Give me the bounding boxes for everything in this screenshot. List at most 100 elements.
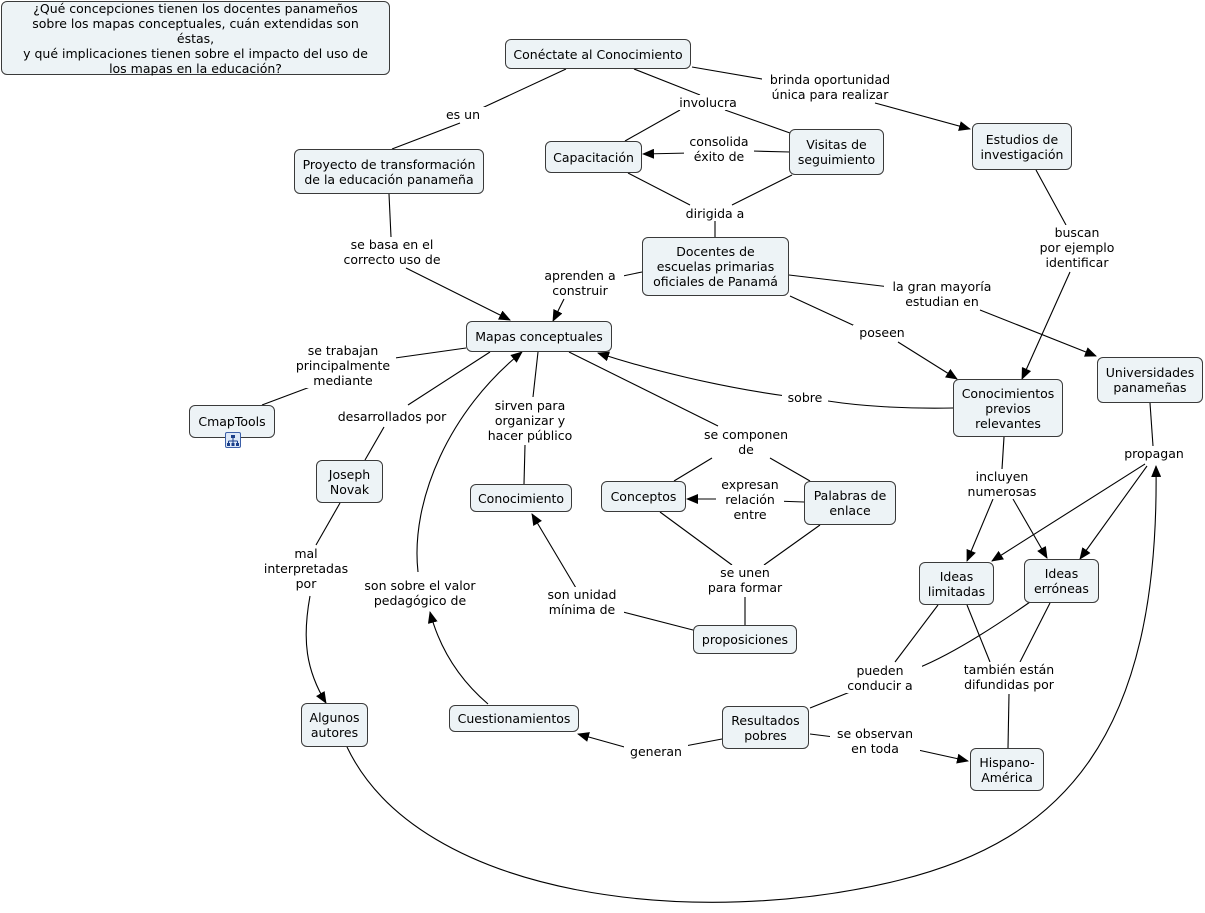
node-visitas-seguimiento[interactable]: Visitas de seguimiento [789,129,884,175]
link-dirigida: dirigida a [680,206,750,221]
link-brinda: brinda oportunidad única para realizar [762,72,898,102]
link-incluyen: incluyen numerosas [960,469,1044,499]
link-es-un: es un [440,107,486,122]
line-mal-autores [305,595,327,704]
line-erroneas-tambien [1019,602,1051,663]
line-propagan-limitadas [991,463,1146,562]
line-involucra-capacitacion [624,109,681,142]
link-mal-interpretadas: mal interpretadas por [258,546,354,591]
node-resultados-pobres[interactable]: Resultados pobres [722,706,809,749]
line-sirven-conocimiento [523,444,526,485]
line-limitadas-tambien [966,604,991,663]
line-mapas-desarrollados [407,351,491,406]
focus-question: ¿Qué concepciones tienen los docentes pa… [1,1,390,76]
line-mapas-componen [568,351,719,427]
link-propagan: propagan [1116,446,1192,461]
line-pueden-resultados [809,689,856,709]
link-valor: son sobre el valor pedagógico de [356,578,484,608]
link-poseen: poseen [853,325,911,340]
line-desarrollados-novak [364,426,385,461]
line-aprenden-mapas [552,298,565,322]
line-consolida-capacitacion [642,148,691,159]
line-estudios-buscan [1035,169,1067,226]
node-estudios-investigacion[interactable]: Estudios de investigación [972,123,1072,170]
node-conceptos[interactable]: Conceptos [601,481,686,512]
line-brinda-estudios [874,102,971,131]
line-sobre-mapas [597,351,787,397]
line-involucra-visitas [724,109,791,134]
line-cuestionamientos-valor [427,611,489,705]
node-ideas-limitadas[interactable]: Ideas limitadas [919,562,994,605]
line-docentes-poseen [789,295,856,327]
line-generan-cuestionamientos [577,732,629,749]
node-conocimientos-previos[interactable]: Conocimientos previos relevantes [953,379,1063,437]
line-visitas-dirigida [731,174,793,206]
link-consolida: consolida éxito de [684,134,754,164]
line-palabras-seunen [763,524,821,566]
link-generan: generan [624,744,688,759]
node-joseph-novak[interactable]: Joseph Novak [316,460,383,503]
line-capacitacion-dirigida [627,172,691,206]
node-capacitacion[interactable]: Capacitación [545,141,642,173]
line-autores-propagan [346,465,1162,903]
line-resultados-generan [684,738,723,747]
line-conectate-esun [481,68,567,109]
link-sobre: sobre [782,390,828,405]
line-poseen-conocimientos [897,341,958,380]
link-sirven: sirven para organizar y hacer público [482,398,578,443]
link-tambien: también están difundidas por [954,662,1064,692]
line-universidades-propagan [1149,402,1154,447]
link-observan: se observan en toda [830,726,920,756]
line-limitadas-pueden [894,604,939,663]
link-unidad: son unidad mínima de [540,587,624,617]
line-erroneas-pueden [917,601,1031,669]
node-conectate-al-conocimiento[interactable]: Conéctate al Conocimiento [505,39,691,69]
link-expresan: expresan relación entre [716,477,784,522]
line-mapas-trabajan [394,347,467,359]
line-proposiciones-unidad [622,611,694,631]
line-mapas-sirven [532,351,539,398]
link-trabajan: se trabajan principalmente mediante [290,343,396,388]
line-docentes-mayoria [788,274,891,288]
link-componen: se componen de [696,427,796,457]
line-unidad-conocimiento [531,513,577,589]
line-tambien-hispano [1007,693,1010,749]
node-proyecto-transformacion[interactable]: Proyecto de transformación de la educaci… [294,149,484,194]
line-sebasa-mapas [405,267,511,321]
node-mapas-conceptuales[interactable]: Mapas conceptuales [466,321,612,352]
node-ideas-erroneas[interactable]: Ideas erróneas [1024,559,1099,603]
node-palabras-enlace[interactable]: Palabras de enlace [804,481,896,525]
line-conocimientos-incluyen [1001,436,1005,470]
node-cuestionamientos[interactable]: Cuestionamientos [449,705,579,732]
node-docentes[interactable]: Docentes de escuelas primarias oficiales… [642,237,789,296]
node-universidades[interactable]: Universidades panameñas [1097,357,1203,403]
line-trabajan-cmaptools [261,386,311,406]
cmap-resource-icon[interactable] [225,432,241,448]
line-conceptos-seunen [659,511,733,566]
link-buscan: buscan por ejemplo identificar [1032,225,1122,270]
node-hispano-america[interactable]: Hispano- América [970,748,1044,791]
line-conectate-brinda [691,66,769,81]
line-incluyen-limitadas [966,498,994,562]
line-mayoria-universidades [979,309,1097,357]
line-conectate-involucra [633,68,701,96]
link-mayoria: la gran mayoría estudian en [884,279,1000,309]
line-novak-mal [315,502,341,546]
line-componen-palabras [769,457,811,482]
node-conocimiento[interactable]: Conocimiento [470,484,572,512]
cmap-resource-glyph [227,435,239,446]
line-conocimientos-sobre [827,400,954,409]
link-pueden: pueden conducir a [838,663,922,693]
line-incluyen-erroneas [1012,498,1048,559]
line-valor-mapas [416,351,523,573]
link-se-unen: se unen para formar [700,565,790,595]
link-aprenden: aprenden a construir [536,268,624,298]
link-desarrollados: desarrollados por [330,409,454,424]
node-proposiciones[interactable]: proposiciones [693,625,797,654]
link-se-basa: se basa en el correcto uso de [336,237,448,267]
line-visitas-consolida [751,150,791,153]
line-esun-proyecto [391,122,461,150]
node-algunos-autores[interactable]: Algunos autores [301,703,368,747]
line-observan-hispano [917,749,969,764]
